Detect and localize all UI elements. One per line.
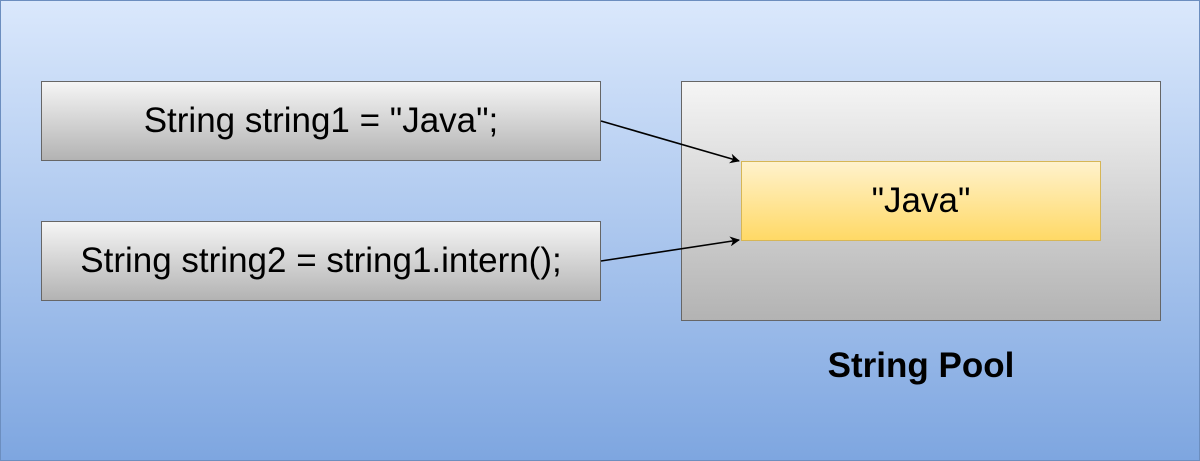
pooled-string-java-text: "Java" [871,181,971,220]
string-pool-label: String Pool [827,346,1015,385]
statement-string1-box: String string1 = "Java"; [41,81,601,161]
statement-string2-box: String string2 = string1.intern(); [41,221,601,301]
statement-string2-text: String string2 = string1.intern(); [80,241,562,280]
statement-string1-text: String string1 = "Java"; [143,101,499,140]
pooled-string-java-box: "Java" [741,161,1101,241]
